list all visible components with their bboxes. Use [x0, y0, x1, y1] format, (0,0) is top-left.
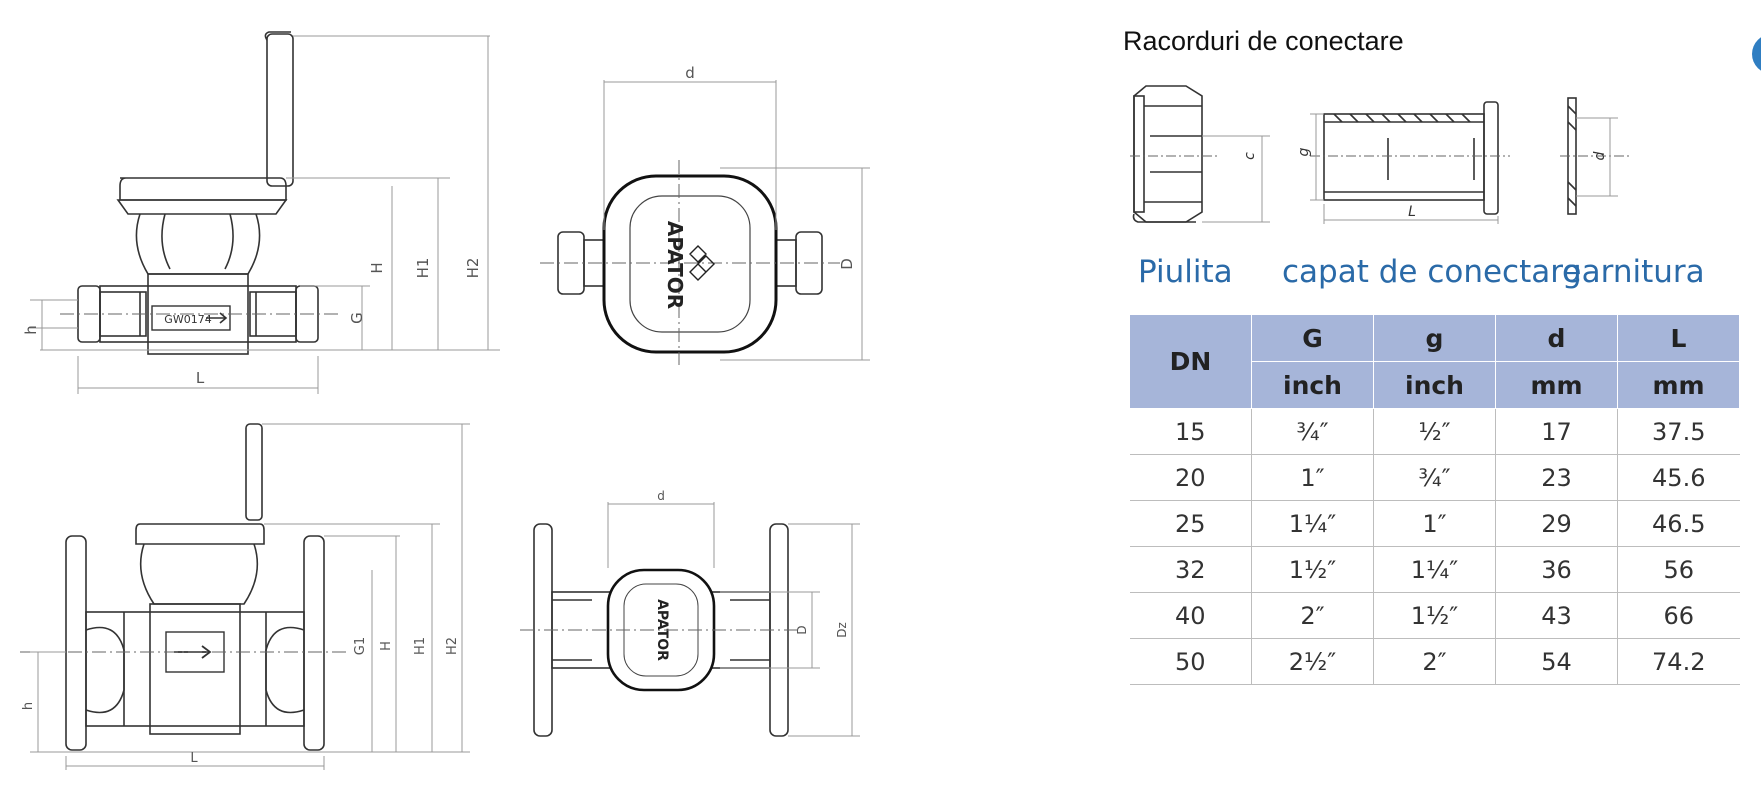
dim-H2-flanged: H2: [445, 637, 460, 655]
dim-L-part: L: [1408, 204, 1416, 220]
cell: 45.6: [1617, 454, 1740, 501]
dim-D-flanged: D: [795, 625, 809, 634]
side-tab-marker: [1752, 34, 1761, 74]
cell: 2″: [1251, 592, 1374, 639]
dim-h: h: [22, 325, 40, 335]
header-d: d: [1495, 314, 1618, 362]
table-row: 15 ¾″ ½″ 17 37.5: [1129, 408, 1740, 455]
brand-marking-flanged: APATOR: [654, 599, 670, 661]
table-header-row: DN G g d L: [1129, 314, 1740, 409]
header-dn: DN: [1129, 314, 1252, 409]
dim-H1-flanged: H1: [413, 637, 428, 655]
cell: 43: [1495, 592, 1618, 639]
caption-gasket: garnitura: [1562, 254, 1705, 290]
cell: 40: [1129, 592, 1252, 639]
cell: 1¼″: [1251, 500, 1374, 547]
cell: ½″: [1373, 408, 1496, 455]
cell: 25: [1129, 500, 1252, 547]
dim-L-flanged: L: [190, 751, 198, 766]
unit-g: inch: [1373, 361, 1496, 409]
cell: 46.5: [1617, 500, 1740, 547]
dim-h-flanged: h: [21, 702, 36, 710]
meter-plan-view-flanged: APATOR d D Dz: [520, 489, 860, 737]
dim-Dz: Dz: [835, 622, 849, 638]
page-title: Racorduri de conectare: [1123, 26, 1404, 56]
connection-parts-drawing: c g L d: [1130, 85, 1630, 224]
dim-G: G: [348, 312, 366, 324]
table-row: 32 1½″ 1¼″ 36 56: [1129, 546, 1740, 593]
cell: 1½″: [1251, 546, 1374, 593]
cell: 56: [1617, 546, 1740, 593]
cell: 29: [1495, 500, 1618, 547]
dim-c: c: [1242, 152, 1258, 160]
cell: 1½″: [1373, 592, 1496, 639]
dim-g: g: [1296, 147, 1312, 156]
caption-nut: Piulita: [1138, 254, 1233, 290]
cell: 1″: [1373, 500, 1496, 547]
cell: 36: [1495, 546, 1618, 593]
cell: 74.2: [1617, 638, 1740, 685]
connector-drawing: [1323, 101, 1499, 215]
cell: 20: [1129, 454, 1252, 501]
meter-plan-view-threaded: APATOR d D: [540, 64, 870, 365]
cell: 17: [1495, 408, 1618, 455]
dim-H1: H1: [414, 258, 432, 279]
table-row: 40 2″ 1½″ 43 66: [1129, 592, 1740, 639]
cell: 2″: [1373, 638, 1496, 685]
cell: 23: [1495, 454, 1618, 501]
brand-marking: APATOR: [663, 221, 687, 309]
unit-d: mm: [1495, 361, 1618, 409]
cell: 1¼″: [1373, 546, 1496, 593]
nut-drawing: [1132, 85, 1203, 223]
unit-G: inch: [1251, 361, 1374, 409]
dim-D: D: [838, 258, 856, 270]
cell: 66: [1617, 592, 1740, 639]
body-marking: GW0174: [164, 313, 211, 326]
table-row: 50 2½″ 2″ 54 74.2: [1129, 638, 1740, 685]
connection-spec-table: DN G g d L inch inch mm mm 15 ¾″ ½″ 17 3…: [1129, 314, 1740, 685]
unit-L: mm: [1617, 361, 1740, 409]
dim-L: L: [196, 369, 205, 387]
dim-G1: G1: [353, 637, 368, 655]
table-row: 25 1¼″ 1″ 29 46.5: [1129, 500, 1740, 547]
meter-side-view-flanged: G1 H H1 H2 h L: [20, 423, 470, 770]
dim-d: d: [685, 64, 695, 82]
caption-connector: capat de conectare: [1282, 254, 1582, 290]
header-G: G: [1251, 314, 1374, 362]
cell: 32: [1129, 546, 1252, 593]
header-g: g: [1373, 314, 1496, 362]
cell: 37.5: [1617, 408, 1740, 455]
table-row: 20 1″ ¾″ 23 45.6: [1129, 454, 1740, 501]
cell: 2½″: [1251, 638, 1374, 685]
dim-d-gasket: d: [1592, 151, 1608, 160]
cell: 1″: [1251, 454, 1374, 501]
cell: 50: [1129, 638, 1252, 685]
brand-logo-icon: [689, 245, 715, 281]
cell: 15: [1129, 408, 1252, 455]
dim-H: H: [368, 262, 386, 273]
cell: ¾″: [1373, 454, 1496, 501]
dim-d-flanged: d: [657, 489, 665, 503]
table-units-row: inch inch mm mm: [1130, 361, 1740, 409]
meter-side-view-threaded: GW0174 G H H1 H2 h L: [22, 31, 500, 394]
cell: 54: [1495, 638, 1618, 685]
dim-H2: H2: [464, 258, 482, 279]
cell: ¾″: [1251, 408, 1374, 455]
dim-H-flanged: H: [379, 641, 394, 651]
header-L: L: [1617, 314, 1740, 362]
